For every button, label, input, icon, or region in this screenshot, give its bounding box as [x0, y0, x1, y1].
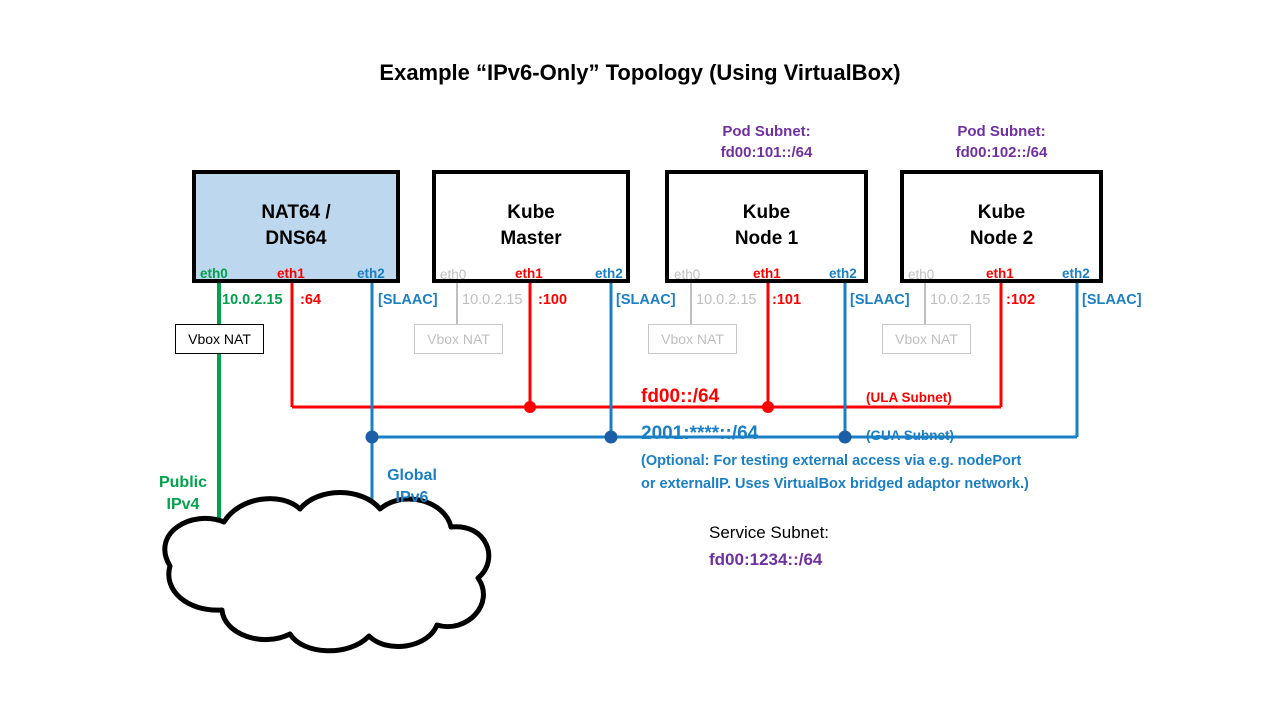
- host-name-line1: Kube: [742, 202, 791, 223]
- vbox-nat-kube-node-2[interactable]: Vbox NAT: [882, 324, 971, 354]
- service-subnet-value: fd00:1234::/64: [709, 550, 823, 569]
- iface-label-node2-eth1: eth1: [986, 266, 1014, 281]
- pod-subnet-value: fd00:102::/64: [955, 144, 1048, 161]
- iface-addr-node2-eth1: :102: [1006, 292, 1036, 308]
- public-ipv4-line2: IPv4: [166, 496, 200, 513]
- host-name-line1: Kube: [977, 202, 1026, 223]
- host-name-line2: Node 1: [734, 228, 799, 249]
- iface-label-node1-eth1: eth1: [753, 266, 781, 281]
- iface-addr-master-eth0: 10.0.2.15: [462, 292, 523, 308]
- vbox-nat-kube-master[interactable]: Vbox NAT: [414, 324, 503, 354]
- page-title: Example “IPv6-Only” Topology (Using Virt…: [379, 60, 901, 85]
- junction-dot-blue-nat64: [365, 430, 379, 444]
- iface-addr-node2-eth0: 10.0.2.15: [930, 292, 991, 308]
- iface-addr-node1-eth1: :101: [772, 292, 802, 308]
- iface-label-nat64-eth0: eth0: [200, 266, 228, 281]
- iface-addr-node2-eth2: [SLAAC]: [1082, 292, 1142, 308]
- junction-dot-red-master: [524, 401, 536, 413]
- gua-subnet-note: (GUA Subnet): [866, 428, 954, 443]
- host-name-line1: NAT64 /: [261, 202, 331, 223]
- host-box-kube-node-1[interactable]: Kube Node 1: [665, 170, 868, 283]
- iface-addr-master-eth2: [SLAAC]: [616, 292, 676, 308]
- iface-addr-nat64-eth0: 10.0.2.15: [222, 292, 283, 308]
- iface-label-master-eth2: eth2: [595, 266, 623, 281]
- vbox-nat-kube-node-1[interactable]: Vbox NAT: [648, 324, 737, 354]
- host-box-nat64[interactable]: NAT64 / DNS64: [192, 170, 400, 283]
- host-name-line2: Master: [500, 228, 562, 249]
- global-ipv6-line1: Global: [387, 467, 437, 484]
- iface-addr-nat64-eth2: [SLAAC]: [378, 292, 438, 308]
- junction-dot-red-node1: [762, 401, 774, 413]
- pod-subnet-label: Pod Subnet:: [722, 123, 811, 140]
- pod-subnet-label: Pod Subnet:: [957, 123, 1046, 140]
- pod-subnet-node1: Pod Subnet: fd00:101::/64: [665, 121, 868, 163]
- vbox-nat-nat64[interactable]: Vbox NAT: [175, 324, 264, 354]
- internet-cloud: [162, 490, 492, 654]
- junction-dot-blue-node1: [838, 430, 852, 444]
- public-ipv4-label: Public IPv4: [150, 472, 216, 516]
- global-ipv6-line2: IPv6: [395, 489, 429, 506]
- pod-subnet-node2: Pod Subnet: fd00:102::/64: [900, 121, 1103, 163]
- host-box-kube-node-2[interactable]: Kube Node 2: [900, 170, 1103, 283]
- iface-addr-master-eth1: :100: [538, 292, 568, 308]
- host-name-line2: DNS64: [265, 228, 327, 249]
- iface-addr-nat64-eth1: :64: [300, 292, 321, 308]
- gua-subnet-label: 2001:****::/64: [641, 423, 759, 444]
- iface-label-master-eth0: eth0: [440, 267, 467, 282]
- iface-label-node1-eth0: eth0: [674, 267, 701, 282]
- iface-label-node1-eth2: eth2: [829, 266, 857, 281]
- iface-label-nat64-eth2: eth2: [357, 266, 385, 281]
- service-subnet-block: Service Subnet: fd00:1234::/64: [709, 519, 829, 573]
- service-subnet-label: Service Subnet:: [709, 523, 830, 542]
- host-name-line1: Kube: [507, 202, 555, 223]
- iface-addr-node1-eth0: 10.0.2.15: [696, 292, 757, 308]
- optional-note-line2: or externalIP. Uses VirtualBox bridged a…: [641, 476, 1029, 492]
- global-ipv6-label: Global IPv6: [379, 465, 445, 509]
- iface-label-node2-eth0: eth0: [908, 267, 935, 282]
- ula-subnet-label: fd00::/64: [641, 386, 720, 407]
- iface-label-master-eth1: eth1: [515, 266, 543, 281]
- ula-subnet-note: (ULA Subnet): [866, 390, 952, 405]
- optional-note-line1: (Optional: For testing external access v…: [641, 453, 1022, 469]
- host-name-line2: Node 2: [969, 228, 1034, 249]
- public-ipv4-line1: Public: [158, 474, 207, 491]
- iface-label-node2-eth2: eth2: [1062, 266, 1090, 281]
- pod-subnet-value: fd00:101::/64: [720, 144, 813, 161]
- iface-addr-node1-eth2: [SLAAC]: [850, 292, 910, 308]
- iface-label-nat64-eth1: eth1: [277, 266, 305, 281]
- host-box-kube-master[interactable]: Kube Master: [432, 170, 630, 283]
- junction-dot-blue-master: [604, 430, 618, 444]
- optional-network-note: (Optional: For testing external access v…: [641, 450, 1029, 496]
